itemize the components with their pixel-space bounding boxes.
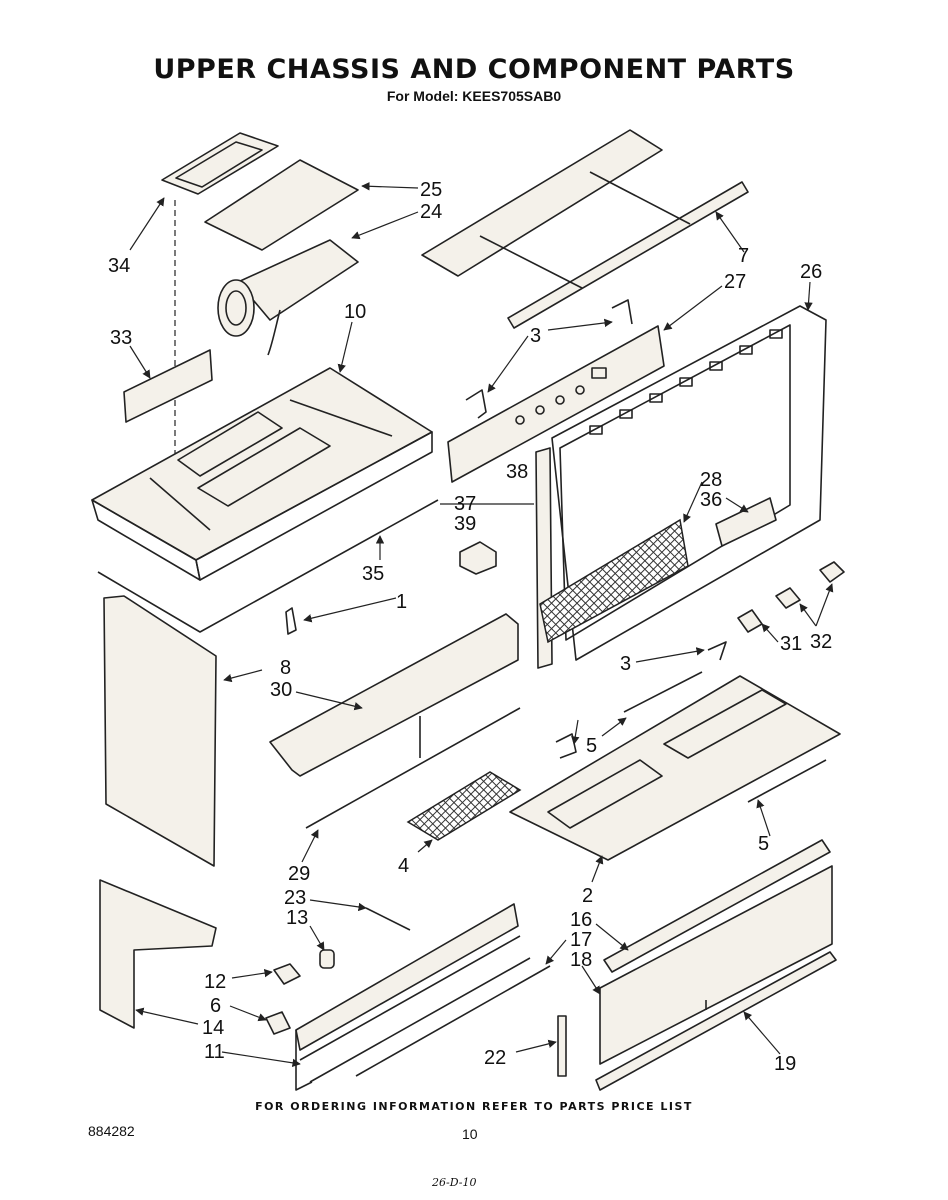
callout-5-left: 5 — [586, 735, 597, 757]
callout-36: 36 — [700, 489, 722, 511]
callout-30: 30 — [270, 679, 292, 701]
callout-2: 2 — [582, 885, 593, 907]
part-1-clip — [285, 607, 297, 635]
part-19-trim — [595, 951, 837, 1091]
callout-22: 22 — [484, 1047, 506, 1069]
callout-8: 8 — [280, 657, 291, 679]
callout-3-lower: 3 — [620, 653, 631, 675]
part-32-switches — [775, 561, 845, 609]
part-29-rod — [305, 707, 521, 829]
part-33-plate — [123, 349, 213, 423]
part-27-control-panel — [447, 325, 665, 483]
part-11-bottom-tray — [295, 903, 531, 1091]
callout-16: 16 — [570, 909, 592, 931]
part-36-bracket — [715, 497, 777, 547]
part-30-trim-channel — [269, 613, 519, 777]
callout-26: 26 — [800, 261, 822, 283]
part-2-bottom-plate — [509, 675, 841, 861]
callout-35: 35 — [362, 563, 384, 585]
page-title: UPPER CHASSIS AND COMPONENT PARTS — [153, 54, 795, 85]
page-number: 10 — [462, 1126, 478, 1142]
part-22-strip — [557, 1015, 567, 1077]
part-35-gasket — [97, 499, 439, 633]
part-18-door-glass — [599, 865, 833, 1065]
callout-7: 7 — [738, 245, 749, 267]
callout-34: 34 — [108, 255, 130, 277]
part-14-side-bracket — [99, 879, 217, 1029]
callout-18: 18 — [570, 949, 592, 971]
callout-38: 38 — [506, 461, 528, 483]
callout-4: 4 — [398, 855, 409, 877]
callout-3-upper: 3 — [530, 325, 541, 347]
part-31-switch — [737, 609, 763, 633]
callout-33: 33 — [110, 327, 132, 349]
part-34-bracket — [161, 132, 279, 460]
callout-25: 25 — [420, 179, 442, 201]
model-subtitle: For Model: KEES705SAB0 — [386, 88, 562, 104]
callout-39: 39 — [454, 513, 476, 535]
callout-28: 28 — [700, 469, 722, 491]
part-10-upper-chassis — [91, 367, 433, 581]
callout-17: 17 — [570, 929, 592, 951]
part-23-sensor — [365, 907, 411, 931]
part-17-rod — [355, 965, 551, 1077]
callout-14: 14 — [202, 1017, 224, 1039]
callout-27: 27 — [724, 271, 746, 293]
callout-37: 37 — [454, 493, 476, 515]
part-25-plate — [204, 159, 359, 251]
callout-24: 24 — [420, 201, 442, 223]
document-number: 884282 — [88, 1123, 135, 1139]
part-3-clips-upper — [465, 299, 633, 419]
ordering-info-note: FOR ORDERING INFORMATION REFER TO PARTS … — [255, 1100, 693, 1113]
part-28-grease-filter — [539, 518, 689, 644]
callout-23: 23 — [284, 887, 306, 909]
callout-13: 13 — [286, 907, 308, 929]
handwritten-note: 26-D-10 — [432, 1176, 477, 1189]
part-13-cap — [319, 949, 335, 969]
part-4-filter — [406, 771, 522, 841]
part-16-strip — [603, 839, 831, 973]
part-5-strips — [623, 671, 827, 803]
part-12-connector — [273, 963, 301, 985]
callout-5-right: 5 — [758, 833, 769, 855]
part-39-block — [459, 541, 497, 575]
frame-window-slots — [589, 329, 783, 435]
callout-19: 19 — [774, 1053, 796, 1075]
part-6-connector — [265, 1011, 291, 1035]
callout-10: 10 — [344, 301, 366, 323]
callout-12: 12 — [204, 971, 226, 993]
part-24-fan-motor — [217, 239, 359, 356]
leader-lines — [129, 182, 834, 1068]
part-7-top-frame — [421, 129, 749, 329]
part-8-side-panel — [103, 595, 217, 867]
callout-31: 31 — [780, 633, 802, 655]
callout-32: 32 — [810, 631, 832, 653]
callout-29: 29 — [288, 863, 310, 885]
callout-11: 11 — [204, 1041, 225, 1063]
callout-1: 1 — [396, 591, 407, 613]
callout-6: 6 — [210, 995, 221, 1017]
